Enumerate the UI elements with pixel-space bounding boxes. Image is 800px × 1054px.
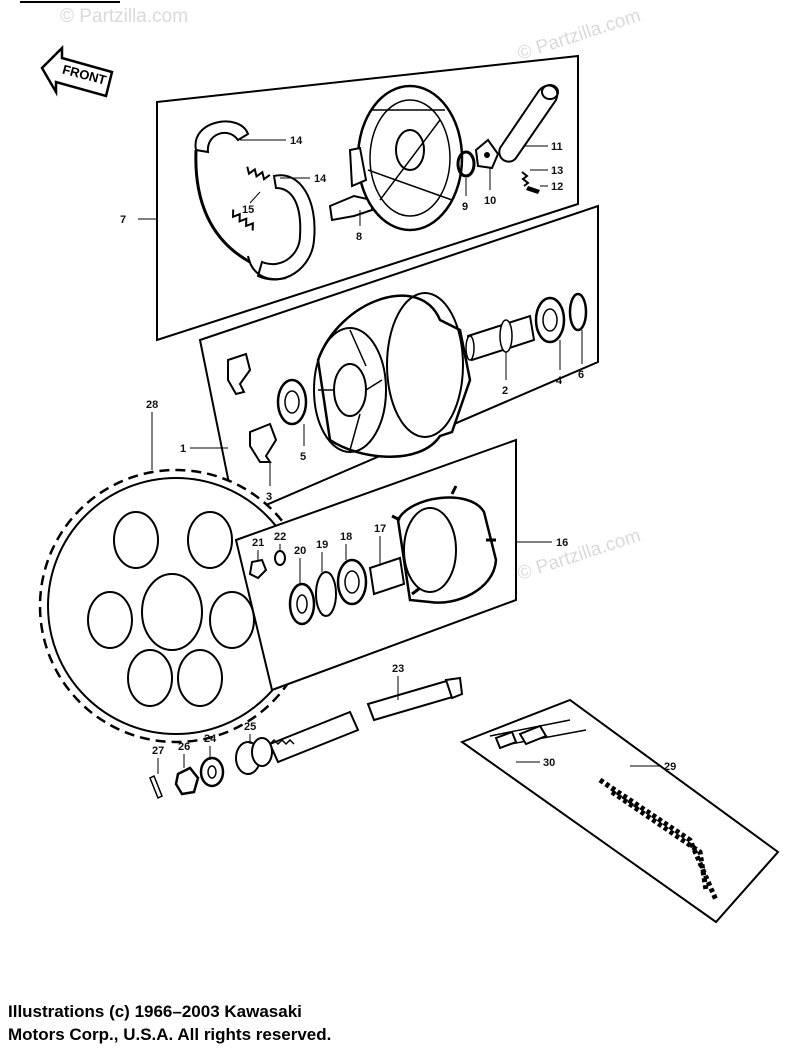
callout-25: 25 — [244, 721, 256, 733]
callout-11: 11 — [551, 141, 563, 153]
callout-28: 28 — [146, 399, 158, 411]
callout-19: 19 — [316, 539, 328, 551]
callout-8: 8 — [356, 231, 362, 243]
callout-1: 1 — [180, 443, 186, 455]
copyright-line-2: Motors Corp., U.S.A. All rights reserved… — [8, 1025, 332, 1044]
callout-24: 24 — [204, 733, 217, 745]
copyright-line-1: Illustrations (c) 1966–2003 Kawasaki — [8, 1002, 302, 1021]
callout-17: 17 — [374, 523, 386, 535]
callout-3: 3 — [266, 491, 272, 503]
watermark-text: © Partzilla.com — [515, 525, 643, 585]
drive-chain-assembly: 30 29 — [459, 698, 780, 924]
callout-7: 7 — [120, 214, 126, 226]
watermark-text: © Partzilla.com — [515, 5, 643, 65]
callout-4: 4 — [556, 375, 563, 387]
callout-10: 10 — [484, 195, 496, 207]
callout-9: 9 — [462, 201, 468, 213]
front-arrow-icon: FRONT — [40, 44, 114, 98]
callout-13: 13 — [551, 165, 563, 177]
callout-14-lower: 14 — [314, 173, 327, 185]
callout-5: 5 — [300, 451, 306, 463]
callout-27: 27 — [152, 745, 164, 757]
callout-14-upper: 14 — [290, 135, 303, 147]
callout-23: 23 — [392, 663, 404, 675]
callout-15: 15 — [242, 204, 254, 216]
callout-26: 26 — [178, 741, 190, 753]
watermark-text: © Partzilla.com — [60, 6, 188, 27]
wheel-hub-assembly: 2 4 6 5 3 1 — [180, 204, 599, 520]
callout-29: 29 — [664, 761, 676, 773]
brake-panel-assembly: 14 14 15 8 9 10 11 13 12 7 — [120, 54, 579, 342]
callout-6: 6 — [578, 369, 584, 381]
rear-axle-parts: 23 25 24 26 27 — [149, 663, 464, 800]
callout-22: 22 — [274, 531, 286, 543]
callout-20: 20 — [294, 545, 306, 557]
callout-30: 30 — [543, 757, 555, 769]
callout-16: 16 — [556, 537, 568, 549]
callout-2: 2 — [502, 385, 508, 397]
callout-18: 18 — [340, 531, 352, 543]
sprocket-hub-assembly: 21 22 20 19 18 17 16 — [234, 438, 568, 692]
copyright-notice: Illustrations (c) 1966–2003 Kawasaki Mot… — [8, 1000, 568, 1046]
callout-21: 21 — [252, 537, 264, 549]
callout-12: 12 — [551, 181, 563, 193]
